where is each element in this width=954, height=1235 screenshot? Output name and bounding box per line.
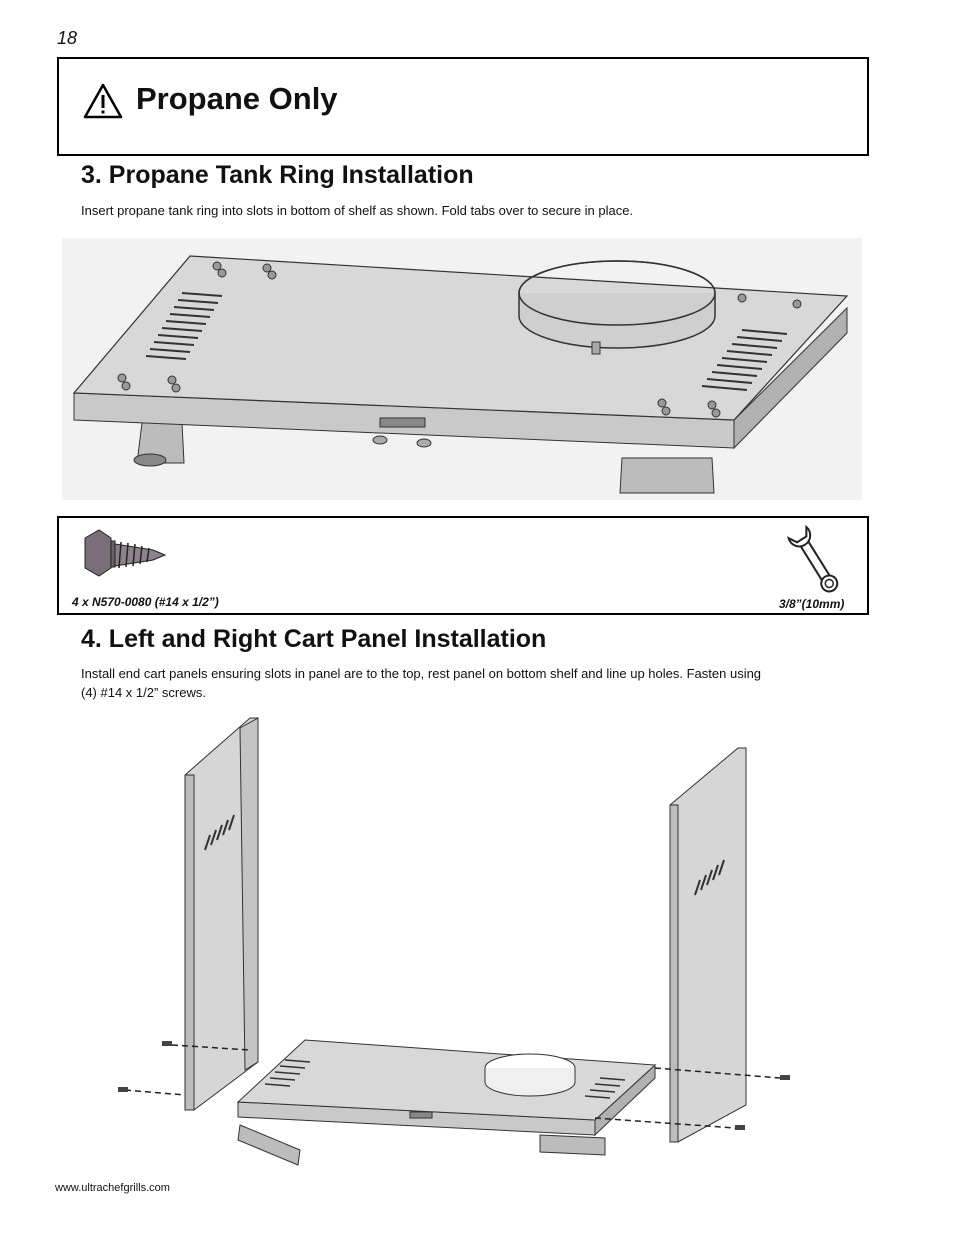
section3-text: Insert propane tank ring into slots in b… [81, 203, 634, 218]
warning-triangle-icon [83, 83, 123, 119]
warning-title: Propane Only [136, 81, 338, 116]
warning-box: Propane Only [57, 57, 869, 156]
section4-text-line1: Install end cart panels ensuring slots i… [81, 666, 762, 681]
parts-box: 4 x N570-0080 (#14 x 1/2”) 3/8”(10mm) [57, 516, 869, 615]
section3-heading: 3. Propane Tank Ring Installation [81, 161, 474, 189]
shelf-with-tank-ring-illustration [62, 238, 862, 500]
wrench-icon [787, 524, 839, 593]
screw-icon [84, 529, 167, 577]
footer-url: www.ultrachefgrills.com [55, 1182, 170, 1194]
page-number: 18 [57, 28, 78, 48]
section4-text-line2: (4) #14 x 1/2” screws. [81, 685, 206, 700]
section4-heading: 4. Left and Right Cart Panel Installatio… [81, 625, 547, 653]
wrench-label: 3/8”(10mm) [779, 597, 845, 611]
screw-label: 4 x N570-0080 (#14 x 1/2”) [72, 595, 219, 609]
cart-panel-installation-illustration [118, 717, 790, 1166]
